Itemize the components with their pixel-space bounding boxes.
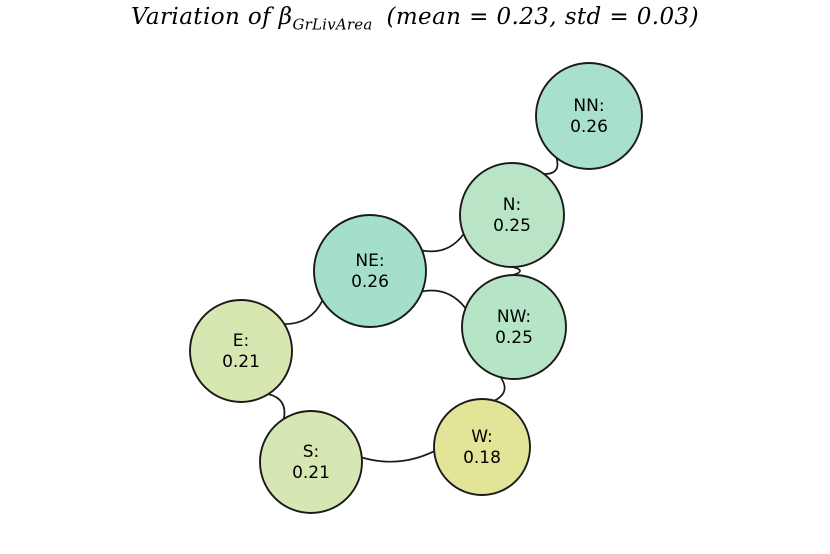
title-subscript: GrLivArea xyxy=(292,15,373,34)
node-value-nw: 0.25 xyxy=(495,328,533,348)
title-beta-symbol: β xyxy=(278,4,293,30)
nodes-layer: NN:0.26N:0.25NE:0.26NW:0.25E:0.21W:0.18S… xyxy=(189,62,643,514)
node-circle-n[interactable] xyxy=(459,162,565,268)
graph-edge xyxy=(512,266,521,276)
node-circle-w[interactable] xyxy=(433,398,531,496)
title-stats: (mean = 0.23, std = 0.03) xyxy=(386,4,699,30)
graph-node-s[interactable]: S:0.21 xyxy=(259,410,363,514)
figure-title: Variation of βGrLivArea (mean = 0.23, std… xyxy=(0,4,830,34)
node-circle-e[interactable] xyxy=(189,299,293,403)
node-circle-ne[interactable] xyxy=(313,214,427,328)
graph-node-nn[interactable]: NN:0.26 xyxy=(535,62,643,170)
graph-node-e[interactable]: E:0.21 xyxy=(189,299,293,403)
node-name-ne: NE: xyxy=(355,251,384,271)
graph-edge xyxy=(494,376,506,402)
node-value-e: 0.21 xyxy=(222,352,260,372)
node-value-w: 0.18 xyxy=(463,448,501,468)
node-name-nn: NN: xyxy=(573,96,604,116)
graph-node-nw[interactable]: NW:0.25 xyxy=(461,274,567,380)
node-value-ne: 0.26 xyxy=(351,272,389,292)
graph-edge xyxy=(421,233,465,253)
node-value-n: 0.25 xyxy=(493,216,531,236)
graph-edge xyxy=(543,157,559,175)
graph-edge xyxy=(361,450,435,463)
graph-edge xyxy=(422,289,467,309)
node-circle-nw[interactable] xyxy=(461,274,567,380)
node-circle-s[interactable] xyxy=(259,410,363,514)
graph-edge xyxy=(284,300,324,325)
node-circle-nn[interactable] xyxy=(535,62,643,170)
graph-node-n[interactable]: N:0.25 xyxy=(459,162,565,268)
graph-edge xyxy=(267,393,286,420)
graph-node-ne[interactable]: NE:0.26 xyxy=(313,214,427,328)
node-name-w: W: xyxy=(471,427,493,447)
node-name-nw: NW: xyxy=(497,307,531,327)
title-prefix: Variation of xyxy=(131,4,279,30)
node-name-n: N: xyxy=(503,195,521,215)
graph-node-w[interactable]: W:0.18 xyxy=(433,398,531,496)
edges-layer xyxy=(267,157,559,463)
node-value-s: 0.21 xyxy=(292,463,330,483)
node-name-e: E: xyxy=(233,331,249,351)
node-name-s: S: xyxy=(303,442,320,462)
node-value-nn: 0.26 xyxy=(570,117,608,137)
